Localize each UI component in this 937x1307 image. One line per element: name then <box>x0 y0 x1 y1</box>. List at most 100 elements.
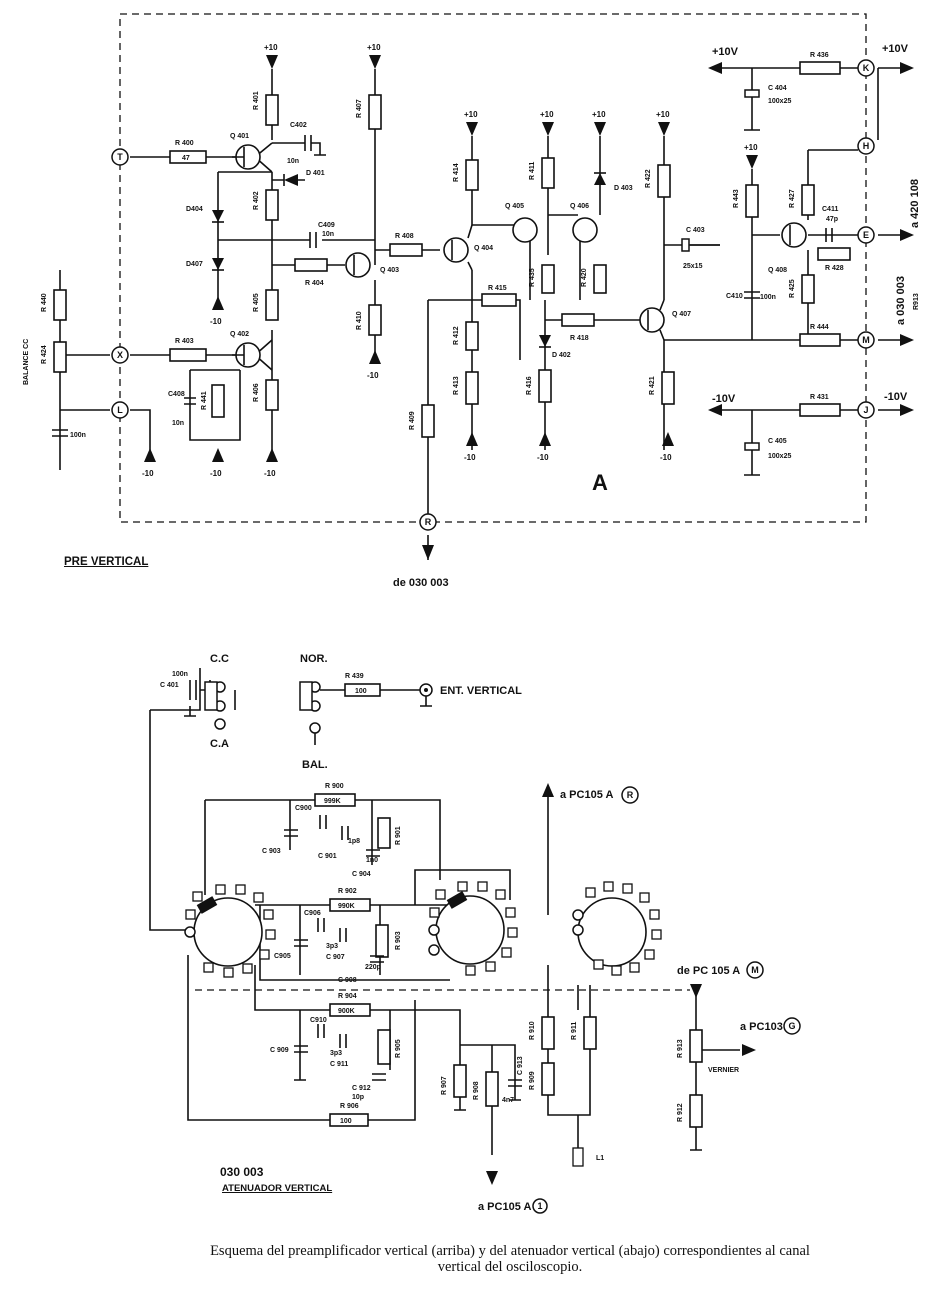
resistor-r903: R 903 <box>375 924 402 958</box>
resistor-r413: R 413 <box>453 371 479 405</box>
svg-text:R 421: R 421 <box>649 376 656 395</box>
attenuator-title: ATENUADOR VERTICAL <box>222 1183 333 1194</box>
resistor-r440: R 440 <box>41 289 67 321</box>
resistor-r420: R 420 <box>581 264 607 294</box>
svg-text:100n: 100n <box>760 294 776 301</box>
svg-text:220p: 220p <box>365 964 381 971</box>
coupling-switch: C.C C.A NOR. BAL. <box>204 653 328 771</box>
svg-text:R 413: R 413 <box>453 376 460 395</box>
svg-text:C900: C900 <box>295 805 312 812</box>
resistor-r402: R 402 <box>253 189 279 221</box>
svg-text:+10: +10 <box>540 110 554 119</box>
svg-text:Q 402: Q 402 <box>230 331 249 338</box>
svg-text:Q 403: Q 403 <box>380 267 399 274</box>
svg-text:10n: 10n <box>287 158 299 165</box>
svg-text:100x25: 100x25 <box>768 453 791 460</box>
svg-text:-10: -10 <box>537 453 549 462</box>
resistor-r415: R 415 <box>481 285 517 307</box>
transistor-q401: Q 401 <box>230 133 261 170</box>
resistor-r910: R 910 <box>529 1016 555 1050</box>
supply-arrows-top: +10 +10 +10 +10 +10 +10 +10 <box>264 43 758 169</box>
supply-arrows-bottom: -10 -10 -10 -10 -10 -10 -10 -10 <box>142 296 674 478</box>
diode-d402: D 402 <box>539 335 571 359</box>
caption-line-2: vertical del osciloscopio. <box>437 1259 583 1275</box>
svg-text:R 404: R 404 <box>305 280 324 287</box>
resistor-r405: R 405 <box>253 289 279 321</box>
svg-text:-10: -10 <box>142 469 154 478</box>
svg-text:R 403: R 403 <box>175 338 194 345</box>
connector-e: E <box>857 226 875 244</box>
connector-l: L <box>111 401 129 419</box>
svg-text:H: H <box>863 141 870 151</box>
resistor-r412: R 412 <box>453 321 479 351</box>
resistor-r427: R 427 <box>789 184 815 216</box>
svg-text:R 410: R 410 <box>356 311 363 330</box>
resistor-r911: R 911 <box>571 1016 597 1050</box>
svg-text:C409: C409 <box>318 222 335 229</box>
svg-text:R 908: R 908 <box>473 1081 480 1100</box>
svg-text:R 907: R 907 <box>441 1076 448 1095</box>
svg-text:R 431: R 431 <box>810 394 829 401</box>
transistor-q408: Q 408 <box>768 222 807 274</box>
transistor-q407: Q 407 <box>639 299 691 341</box>
resistor-r908: R 908 <box>473 1071 499 1107</box>
svg-text:R 416: R 416 <box>526 376 533 395</box>
svg-text:+10: +10 <box>592 110 606 119</box>
svg-text:R 427: R 427 <box>789 189 796 208</box>
svg-text:Q 404: Q 404 <box>474 245 493 252</box>
svg-text:47p: 47p <box>826 216 838 223</box>
svg-text:R 444: R 444 <box>810 324 829 331</box>
resistor-r403: R 403 <box>169 338 207 362</box>
resistor-r905: R 905 <box>377 1029 402 1065</box>
svg-text:100: 100 <box>355 688 367 695</box>
svg-text:R 411: R 411 <box>529 162 536 180</box>
svg-text:R 903: R 903 <box>395 931 402 950</box>
svg-text:+10: +10 <box>367 43 381 52</box>
connector-x: X <box>111 346 129 364</box>
resistor-r406: R 406 <box>253 379 279 411</box>
resistor-r909: R 909 <box>529 1062 555 1096</box>
svg-text:3p3: 3p3 <box>330 1050 342 1057</box>
svg-text:R 905: R 905 <box>395 1039 402 1058</box>
transistor-q406: Q 406 <box>570 203 598 243</box>
svg-text:999K: 999K <box>324 798 341 805</box>
resistor-r411: R 411 <box>529 157 555 189</box>
svg-text:Q 406: Q 406 <box>570 203 589 210</box>
svg-text:R 441: R 441 <box>201 391 208 410</box>
svg-text:R 912: R 912 <box>677 1103 684 1122</box>
svg-text:R 424: R 424 <box>41 345 48 364</box>
resistor-r444: R 444 <box>799 324 841 347</box>
block-letter: A <box>592 470 608 495</box>
attenuator-code: 030 003 <box>220 1165 264 1179</box>
resistor-r418: R 418 <box>561 313 595 342</box>
resistor-r435: R 435 <box>529 264 555 294</box>
svg-text:C906: C906 <box>304 910 321 917</box>
svg-text:-10: -10 <box>264 469 276 478</box>
svg-text:C408: C408 <box>168 391 185 398</box>
rotary-switch-3 <box>572 881 662 976</box>
rotary-switch-2 <box>428 881 518 976</box>
svg-text:10n: 10n <box>322 231 334 238</box>
svg-text:C905: C905 <box>274 953 291 960</box>
svg-text:R 436: R 436 <box>810 52 829 59</box>
transistor-q402: Q 402 <box>230 331 261 368</box>
svg-text:R 422: R 422 <box>645 169 652 188</box>
svg-text:a PC103: a PC103 <box>740 1021 783 1033</box>
svg-text:990K: 990K <box>338 903 355 910</box>
svg-text:a PC105 A: a PC105 A <box>560 789 613 801</box>
svg-text:BAL.: BAL. <box>302 759 328 771</box>
svg-text:R 435: R 435 <box>529 268 536 287</box>
svg-text:R 906: R 906 <box>340 1103 359 1110</box>
resistor-r408: R 408 <box>389 233 423 257</box>
attenuator-io: ENT. VERTICAL a PC105 A R a PC105 A 1 de… <box>419 683 801 1214</box>
resistor-r404: R 404 <box>294 258 328 287</box>
svg-text:R 407: R 407 <box>356 99 363 118</box>
svg-text:-10: -10 <box>464 453 476 462</box>
resistor-r414: R 414 <box>453 159 479 191</box>
connector-t: T <box>111 148 129 166</box>
